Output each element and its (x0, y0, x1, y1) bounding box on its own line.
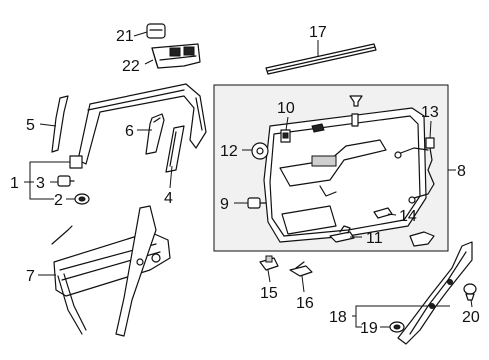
part-10-clip (280, 129, 291, 143)
callout-17: 17 (309, 24, 327, 41)
part-13-wiring-harness (394, 137, 435, 204)
part-5-frame-molding (51, 95, 69, 153)
callout-20: 20 (462, 309, 480, 326)
callout-5: 5 (26, 117, 35, 134)
callout-15: 15 (260, 285, 278, 302)
part-11-bracket (329, 225, 355, 243)
part-22-window-switch (151, 43, 201, 69)
callout-11: 11 (366, 230, 383, 247)
callout-18: 18 (329, 309, 347, 326)
part-2-grommet (74, 193, 90, 205)
door-panel-inset (213, 84, 449, 252)
panel-fasteners (311, 95, 363, 133)
callout-22: 22 (122, 58, 140, 75)
callout-19: 19 (360, 320, 378, 337)
callout-1: 1 (10, 175, 19, 192)
part-18-rear-channel (397, 241, 473, 345)
callout-7: 7 (26, 268, 35, 285)
window-frame-channel (77, 83, 207, 165)
callout-14: 14 (399, 208, 417, 225)
callout-16: 16 (296, 295, 314, 312)
callout-12: 12 (220, 143, 238, 160)
part-1-bracket (69, 155, 83, 169)
callout-13: 13 (421, 104, 439, 121)
part-15-clip (259, 255, 279, 271)
part-6-run-channel (145, 113, 165, 155)
callout-6: 6 (125, 123, 134, 140)
leader-lines (24, 31, 473, 328)
part-21-switch-cap (146, 23, 166, 39)
part-12-grommet (251, 142, 269, 160)
part-4-trim-strip (165, 125, 185, 173)
callout-10: 10 (277, 100, 295, 117)
callout-9: 9 (220, 196, 229, 213)
part-19-grommet (389, 321, 405, 333)
callout-2: 2 (54, 192, 63, 209)
door-handle-part (409, 231, 435, 247)
callout-3: 3 (36, 175, 45, 192)
callout-4: 4 (164, 190, 173, 207)
part-7-window-regulator (51, 205, 171, 337)
part-3-clip (57, 175, 75, 187)
callout-8: 8 (457, 163, 466, 180)
callout-21: 21 (116, 28, 134, 45)
part-20-grommet (463, 283, 477, 301)
part-16-clip (289, 261, 313, 277)
part-17-belt-molding (265, 43, 377, 75)
